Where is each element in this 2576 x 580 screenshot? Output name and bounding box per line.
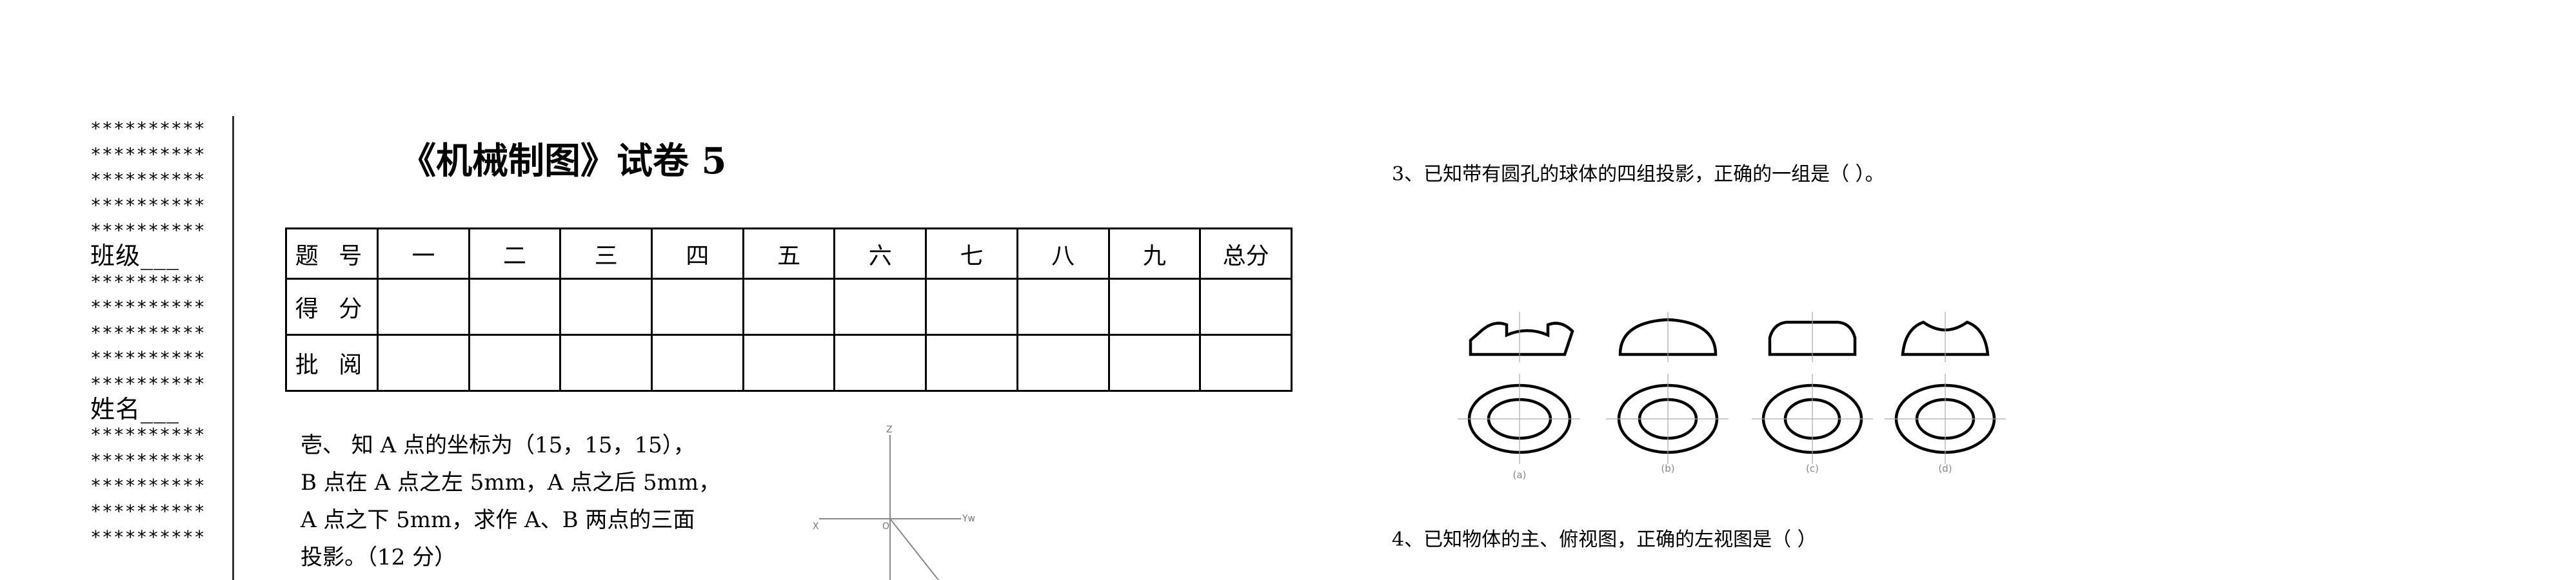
- front-view-shape: [1768, 320, 1857, 356]
- column-header: 八: [1016, 227, 1110, 280]
- review-cell: [742, 334, 836, 392]
- review-cell: [377, 334, 470, 392]
- star-line: **********: [90, 194, 206, 216]
- column-header: 二: [468, 227, 562, 280]
- axis-label-x: X: [813, 521, 819, 532]
- star-line: **********: [90, 322, 206, 343]
- review-cell: [468, 334, 562, 392]
- name-field-label: 姓名___: [90, 394, 180, 423]
- score-cell: [468, 278, 562, 336]
- question-1-line: 壱、 知 A 点的坐标为（15，15，15），: [301, 432, 695, 458]
- review-cell: [925, 334, 1018, 392]
- score-cell: [1016, 278, 1110, 336]
- question-1-line: B 点在 A 点之左 5mm，A 点之后 5mm，: [301, 470, 721, 496]
- question-3: 3、已知带有圆孔的球体的四组投影，正确的一组是（ ）。: [1392, 163, 1885, 186]
- column-header: 六: [833, 227, 927, 280]
- score-cell: [559, 278, 653, 336]
- column-header: 九: [1107, 227, 1202, 280]
- score-table-header-row: 题 号 一 二 三 四 五 六 七 八 九 总分: [285, 227, 1293, 280]
- score-cell: [651, 278, 744, 336]
- center-lines: [1458, 312, 2006, 464]
- sphere-projection-options: (a) (b) (c) (d): [1458, 312, 2006, 481]
- review-cell: [833, 334, 927, 392]
- review-cell: [651, 334, 744, 392]
- column-header: 五: [742, 227, 836, 280]
- score-row: 得 分: [285, 278, 1293, 336]
- question-1: 壱、 知 A 点的坐标为（15，15，15）， B 点在 A 点之左 5mm，A…: [301, 427, 765, 576]
- question-1-line: A 点之下 5mm，求作 A、B 两点的三面: [301, 507, 695, 533]
- binding-margin: ********** ********** ********** *******…: [90, 116, 219, 550]
- star-line: **********: [90, 169, 206, 191]
- axis-label-z: Z: [886, 425, 893, 435]
- projection-axes-diagram: Z X Yw O: [813, 425, 975, 580]
- star-line: **********: [90, 500, 206, 522]
- review-row: 批 阅: [285, 334, 1293, 392]
- score-cell: [377, 278, 470, 336]
- oblique-axis: [889, 518, 939, 580]
- question-number-header: 题 号: [285, 227, 379, 280]
- option-d-label: (d): [1938, 463, 1952, 474]
- star-line: **********: [90, 347, 206, 369]
- front-view-shape: [1901, 320, 1990, 356]
- axis-label-yw: Yw: [962, 514, 975, 524]
- option-a-drawing: [1467, 322, 1574, 454]
- star-line: **********: [90, 296, 206, 318]
- star-line: **********: [90, 220, 206, 242]
- review-row-label: 批 阅: [285, 334, 379, 392]
- star-line: **********: [90, 475, 206, 497]
- score-row-label: 得 分: [285, 278, 379, 336]
- score-table: 题 号 一 二 三 四 五 六 七 八 九 总分 得 分 批 阅: [285, 227, 1293, 392]
- score-cell: [833, 278, 927, 336]
- star-line: **********: [90, 271, 206, 293]
- score-cell: [742, 278, 836, 336]
- exam-title: 《机械制图》试卷 5: [400, 140, 727, 182]
- review-cell: [1199, 334, 1293, 392]
- star-line: **********: [90, 449, 206, 471]
- score-cell: [925, 278, 1018, 336]
- option-c-label: (c): [1806, 463, 1819, 474]
- option-a-label: (a): [1513, 469, 1527, 481]
- score-cell: [1199, 278, 1293, 336]
- question-4: 4、已知物体的主、俯视图，正确的左视图是（ ）: [1392, 528, 1817, 551]
- review-cell: [1107, 334, 1202, 392]
- review-cell: [1016, 334, 1110, 392]
- column-header: 总分: [1199, 227, 1293, 280]
- column-header: 三: [559, 227, 653, 280]
- margin-divider: [232, 116, 234, 580]
- option-b-label: (b): [1661, 463, 1674, 474]
- star-line: **********: [90, 118, 206, 139]
- question-1-line: 投影。（12 分）: [301, 545, 457, 570]
- column-header: 四: [651, 227, 744, 280]
- column-header: 七: [925, 227, 1018, 280]
- axis-label-o: O: [882, 521, 889, 532]
- star-line: **********: [90, 526, 206, 548]
- front-view-shape: [1469, 322, 1574, 356]
- column-header: 一: [377, 227, 470, 280]
- score-cell: [1107, 278, 1202, 336]
- class-field-label: 班级___: [90, 241, 180, 270]
- review-cell: [559, 334, 653, 392]
- star-line: **********: [90, 424, 206, 446]
- star-line: **********: [90, 143, 206, 165]
- star-line: **********: [90, 372, 206, 394]
